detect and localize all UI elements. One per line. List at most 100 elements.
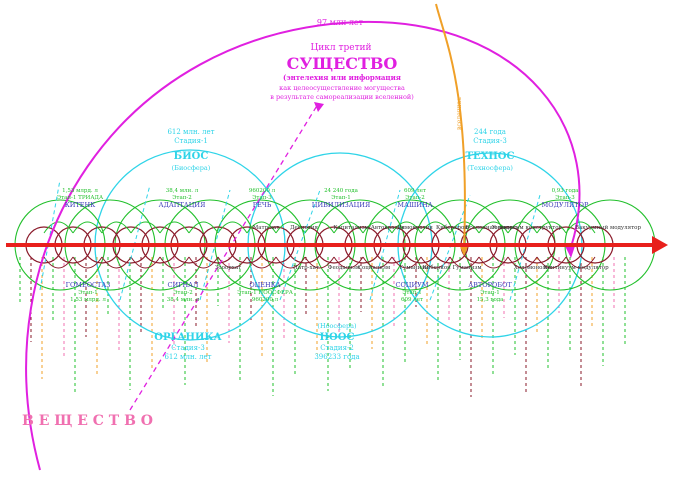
lower-label-years: 1,53 млрд. л: [70, 297, 106, 303]
transition-arc-upper: [507, 221, 538, 234]
transition-arc-lower: [159, 256, 190, 269]
svg-text:Стадия-2: Стадия-2: [320, 344, 354, 352]
axis-label-above: Вселенная модель: [465, 225, 519, 231]
transition-arc-lower: [420, 256, 451, 269]
upper-label-name: РЕЧЬ: [253, 201, 272, 209]
axis-label-above: Матр-хат: [253, 225, 280, 231]
upper-label-name: КИТЕНК: [65, 201, 95, 209]
axis-label-above: Вакуумный модулятор: [575, 225, 641, 231]
transition-arc-upper: [304, 221, 335, 234]
transition-arc-upper: [72, 221, 103, 234]
svg-text:НООС: НООС: [320, 332, 355, 343]
dashed-arrow-cyan: [509, 194, 541, 301]
svg-text:396233 года: 396233 года: [314, 353, 359, 361]
lower-label-stage: Этап-1 НООСФЕРА: [237, 290, 294, 296]
lower-label-name: ОЦЕНКА: [249, 281, 280, 289]
svg-text:Стадия-3: Стадия-3: [171, 344, 205, 352]
axis-label-below: Континуум-модулятор: [543, 265, 609, 271]
upper-label-stage: Этап-3: [555, 195, 575, 201]
transition-arc-lower: [507, 256, 538, 269]
time-axis-arrowhead: [652, 236, 668, 254]
svg-text:БИОС: БИОС: [174, 151, 209, 162]
transition-arc-upper: [391, 221, 422, 234]
upper-label-stage: Этап-2: [172, 195, 192, 201]
dashed-arrow-cyan: [429, 194, 471, 301]
transition-arc-upper: [246, 221, 277, 234]
cycle-arc-magenta: [25, 20, 581, 471]
transition-arc-upper: [130, 221, 161, 234]
lower-label-years: 960200 л: [252, 297, 279, 303]
axis-label-below: Социализм: [358, 265, 391, 271]
svg-text:Стадия-1: Стадия-1: [174, 137, 208, 145]
stage-tehnos: 244 года Стадия-3 ТЕХНОС (Техносфера): [466, 128, 515, 172]
axis-label-below: Зооорхат: [215, 265, 241, 271]
svg-text:(Техносфера): (Техносфера): [467, 164, 513, 172]
upper-label-name: МАШИНА: [397, 201, 432, 209]
upper-label-years: 609 лет: [404, 188, 426, 194]
upper-label-stage: Этап-1 ТРИАДА: [57, 195, 104, 201]
upper-label-name: АДАПТАЦИЯ: [159, 201, 206, 209]
transition-arc-lower: [246, 256, 277, 269]
lower-label-stage: Этап-1: [78, 290, 98, 296]
transition-arc-lower: [536, 256, 567, 269]
lower-label-stage: Этап-1: [480, 290, 500, 296]
transition-arc-upper: [101, 221, 132, 234]
svg-text:(Ноосфера): (Ноосфера): [317, 322, 357, 330]
transition-arc-upper: [536, 221, 567, 234]
title-sub-1: (энтелехия или информация: [283, 73, 401, 82]
svg-text:(Биосфера): (Биосфера): [172, 164, 211, 172]
upper-label-name: ЦИВИЛИЗАЦИЯ: [312, 201, 370, 209]
upper-label-years: 38,4 млн. л: [166, 188, 199, 194]
svg-text:ОРГАНИКА: ОРГАНИКА: [154, 332, 222, 343]
stage-organika: ОРГАНИКА Стадия-3 612 млн. лет: [154, 332, 222, 361]
svg-text:612 млн. лет: 612 млн. лет: [164, 353, 211, 361]
cycle-duration: 97 млн лет: [317, 18, 364, 27]
lower-label-name: ГОМЕОСТАЗ: [66, 281, 111, 289]
axis-label-below: Феодализм: [328, 265, 361, 271]
transition-arc-upper: [159, 221, 190, 234]
cycle-arc-arrowhead: [565, 246, 575, 258]
transition-arc-lower: [478, 256, 509, 269]
main-title: СУЩЕСТВО: [287, 54, 398, 73]
transition-arc-upper: [478, 221, 509, 234]
svg-text:Стадия-3: Стадия-3: [473, 137, 507, 145]
dashed-arrow-cyan: [119, 184, 151, 301]
transition-arc-lower: [333, 256, 364, 269]
transition-arc-lower: [449, 256, 480, 269]
axis-label-below: Киберкон Гуманизм: [422, 264, 482, 271]
axis-label-above: Капитализм/Автократия: [333, 225, 405, 231]
title-sub-2: как целеосуществление могущества: [279, 84, 405, 92]
transition-arc-lower: [188, 256, 219, 269]
lower-label-years: 15,3 года: [477, 297, 505, 303]
upper-label-stage: Этап-1: [331, 195, 351, 201]
upper-label-stage: Этап-3: [252, 195, 272, 201]
upper-label-years: 1,53 млрд. л: [62, 188, 98, 194]
stage-noos: (Ноосфера) НООС Стадия-2 396233 года: [314, 322, 359, 361]
transition-arc-upper: [333, 221, 364, 234]
transition-arc-lower: [391, 256, 422, 269]
diagonal-arrowhead: [314, 102, 324, 112]
lower-label-stage: Этап-1: [402, 290, 422, 296]
upper-label-years: 960200 л: [249, 188, 276, 194]
transition-arc-lower: [43, 256, 74, 269]
transition-arc-upper: [275, 221, 306, 234]
svg-text:612 млн. лет: 612 млн. лет: [167, 128, 214, 136]
upper-label-years: 0,93 года: [552, 188, 580, 194]
transition-arc-lower: [362, 256, 393, 269]
lower-label-years: 38,4 млн. л: [167, 297, 200, 303]
upper-label-years: 24 240 года: [324, 188, 359, 194]
axis-label-above: Деспотия: [290, 225, 318, 231]
lower-label-name: СОЦИУМ: [396, 281, 429, 289]
transition-arc-lower: [130, 256, 161, 269]
lower-label-name: СИГНАЛ: [168, 281, 200, 289]
lower-label-years: 609 лет: [401, 297, 423, 303]
cycle-name: Цикл третий: [310, 43, 371, 53]
stage-bios: 612 млн. лет Стадия-1 БИОС (Биосфера): [167, 128, 214, 172]
transition-arc-lower: [304, 256, 335, 269]
substance-label: В Е Щ Е С Т В О: [22, 413, 153, 429]
universe-line-orange: [435, 3, 466, 249]
transition-arc-upper: [565, 221, 596, 234]
axis-label-below: Холомонолог: [514, 265, 552, 271]
dashed-diagonal-magenta: [129, 103, 319, 411]
